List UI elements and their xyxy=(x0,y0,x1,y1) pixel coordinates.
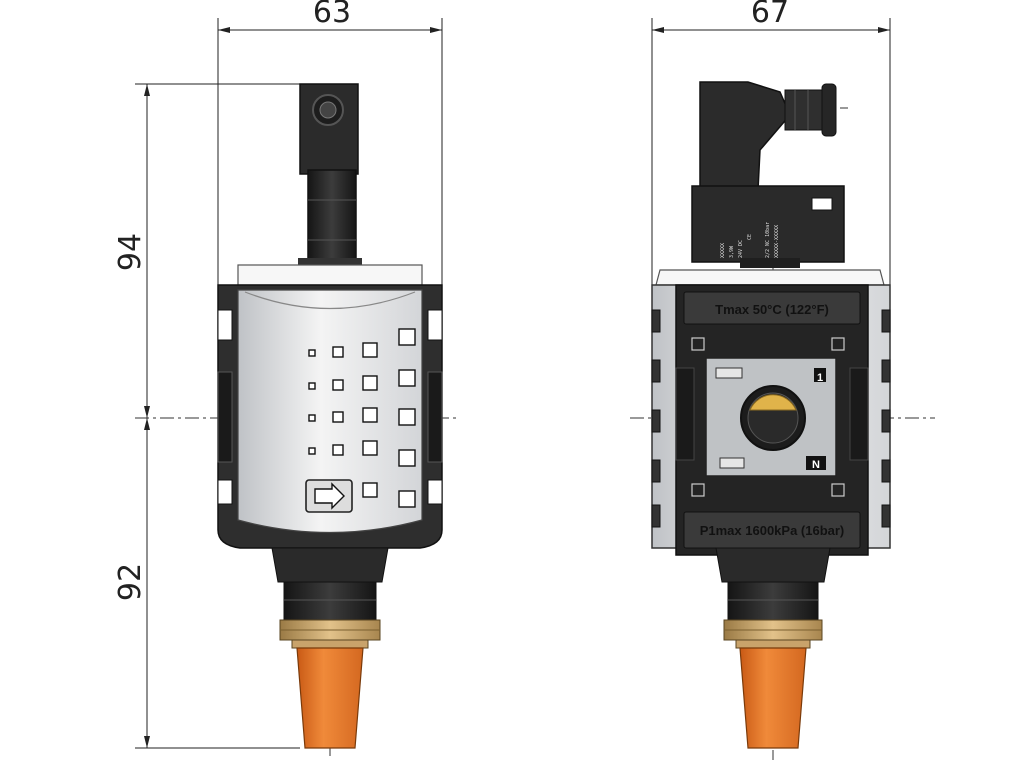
dimension-upper-height: 94 xyxy=(113,233,148,271)
coil-text-1: XXXXX xyxy=(720,243,726,258)
dimension-front-width: 63 xyxy=(313,0,351,30)
flow-arrow-icon xyxy=(305,479,353,513)
temperature-plate: Tmax 50°C (122°F) xyxy=(715,302,829,317)
dimension-side-width: 67 xyxy=(751,0,789,30)
coil-text-2: 3,9W xyxy=(729,245,735,258)
pressure-plate: P1max 1600kPa (16bar) xyxy=(700,523,845,538)
solenoid-connector xyxy=(691,81,845,268)
front-view xyxy=(217,83,443,749)
indicator-squares xyxy=(308,328,416,508)
coil-label: XXXXX 3,9W 24V DC CE 2/2 NC 10bar XXXXX-… xyxy=(720,222,780,258)
dimension-lower-height: 92 xyxy=(113,563,148,601)
coil-text-5: XXXXX-XXXXX xyxy=(774,225,780,258)
gauge-window xyxy=(740,385,806,451)
coil-text-4: 2/2 NC 10bar xyxy=(765,222,771,258)
coil-ce-mark: CE xyxy=(747,234,753,240)
front-connector xyxy=(298,83,362,268)
side-view: XXXXX 3,9W 24V DC CE 2/2 NC 10bar XXXXX-… xyxy=(651,81,891,749)
port-label-1: 1 xyxy=(817,372,823,384)
coil-text-3: 24V DC xyxy=(738,240,744,258)
port-label-n: N xyxy=(812,459,820,471)
